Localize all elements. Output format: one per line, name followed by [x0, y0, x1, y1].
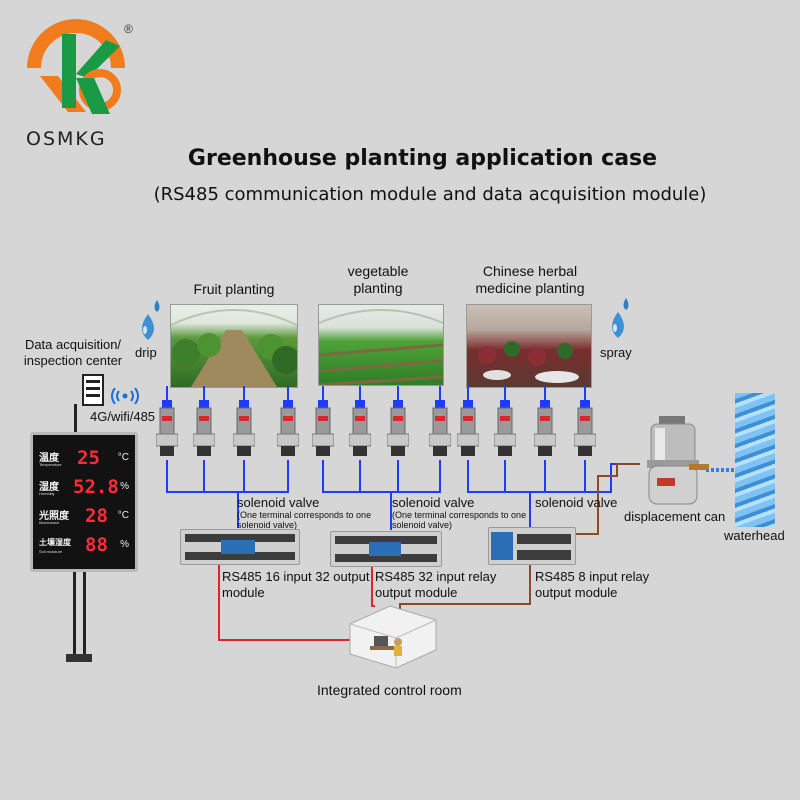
control-room-label: Integrated control room — [317, 682, 462, 698]
vegetable-greenhouse-photo — [318, 304, 444, 386]
solenoid-valve-icon — [276, 386, 300, 460]
data-center-label: Data acquisition/ inspection center — [23, 337, 123, 368]
waterhead-label: waterhead — [724, 528, 785, 543]
module-label-3: RS485 8 input relay output module — [535, 569, 650, 600]
led-value: 25 — [77, 447, 100, 469]
led-cn-label: 温度 — [39, 453, 59, 464]
led-row-temperature: 温度 Temperature 25 °C — [37, 447, 131, 471]
led-value: 52.8 — [73, 476, 119, 498]
wireless-label: 4G/wifi/485 — [90, 409, 156, 424]
solenoid-valve-icon — [386, 386, 410, 460]
crop-title-vegetable: vegetable planting — [347, 263, 409, 296]
herbal-greenhouse-photo — [466, 304, 592, 388]
valve-wiring-fruit — [166, 460, 289, 528]
solenoid-valve-icon — [533, 386, 557, 460]
led-unit: °C — [117, 452, 129, 463]
solenoid-note-2: (One terminal corresponds to one solenoi… — [392, 510, 527, 530]
led-row-humidity: 湿度 Humidity 52.8 % — [37, 476, 131, 500]
led-unit: °C — [117, 510, 129, 521]
crop-title-fruit: Fruit planting — [193, 281, 275, 297]
led-cn-label: 光照度 — [39, 511, 69, 522]
solenoid-valve-icon — [348, 386, 372, 460]
page-title: Greenhouse planting application case — [187, 146, 658, 171]
led-en-label: Temperature — [39, 462, 62, 467]
waterhead-image — [735, 393, 775, 527]
led-unit: % — [120, 539, 129, 550]
led-en-label: Humidity — [39, 491, 55, 496]
solenoid-valve-icon — [428, 386, 452, 460]
spray-label: spray — [600, 345, 632, 360]
led-en-label: Soil moisture — [39, 549, 63, 554]
led-cn-label: 湿度 — [39, 482, 59, 493]
displacement-can — [637, 414, 709, 510]
solenoid-valve-icon — [311, 386, 335, 460]
valve-wiring-vegetable — [322, 460, 441, 530]
wireless-signal-icon — [110, 387, 140, 409]
fruit-greenhouse-photo — [170, 304, 298, 388]
module-8in-relay — [488, 527, 576, 565]
antenna-module-icon — [82, 374, 104, 406]
brand-name: OSMKG — [26, 128, 107, 150]
led-value: 88 — [85, 534, 108, 556]
solenoid-valve-icon — [192, 386, 216, 460]
solenoid-label-2: solenoid valve — [392, 495, 475, 510]
solenoid-valve-icon — [456, 386, 480, 460]
led-value: 28 — [85, 505, 108, 527]
led-row-soil-moisture: 土壤湿度 Soil moisture 88 % — [37, 534, 131, 558]
module-label-1: RS485 16 input 32 output module — [222, 569, 370, 600]
crop-title-herbal: Chinese herbal medicine planting — [475, 263, 585, 296]
osmkg-logo — [24, 16, 128, 128]
displacement-can-label: displacement can — [624, 509, 726, 524]
solenoid-valve-icon — [155, 386, 179, 460]
module-16in-32out — [180, 529, 300, 565]
solenoid-label-3: solenoid valve — [535, 495, 618, 510]
spray-drops-icon — [604, 296, 636, 347]
solenoid-valve-icon — [573, 386, 597, 460]
module-32in-relay — [330, 531, 442, 567]
led-en-label: Illuminance — [39, 520, 60, 525]
module-label-2: RS485 32 input relay output module — [375, 569, 497, 600]
solenoid-valve-icon — [493, 386, 517, 460]
led-cn-label: 土壤湿度 — [39, 538, 71, 547]
solenoid-label-1: solenoid valve — [237, 495, 320, 510]
registered-mark: ® — [124, 22, 133, 36]
solenoid-note-1: (One terminal corresponds to one solenoi… — [237, 510, 372, 530]
drip-label: drip — [135, 345, 157, 360]
page-subtitle: (RS485 communication module and data acq… — [153, 184, 707, 205]
led-row-illuminance: 光照度 Illuminance 28 °C — [37, 505, 131, 529]
environment-led-display: 温度 Temperature 25 °C 湿度 Humidity 52.8 % … — [30, 432, 138, 572]
control-room-illustration — [340, 600, 440, 670]
drip-drops-icon — [136, 298, 166, 349]
led-unit: % — [120, 481, 129, 492]
solenoid-valve-icon — [232, 386, 256, 460]
